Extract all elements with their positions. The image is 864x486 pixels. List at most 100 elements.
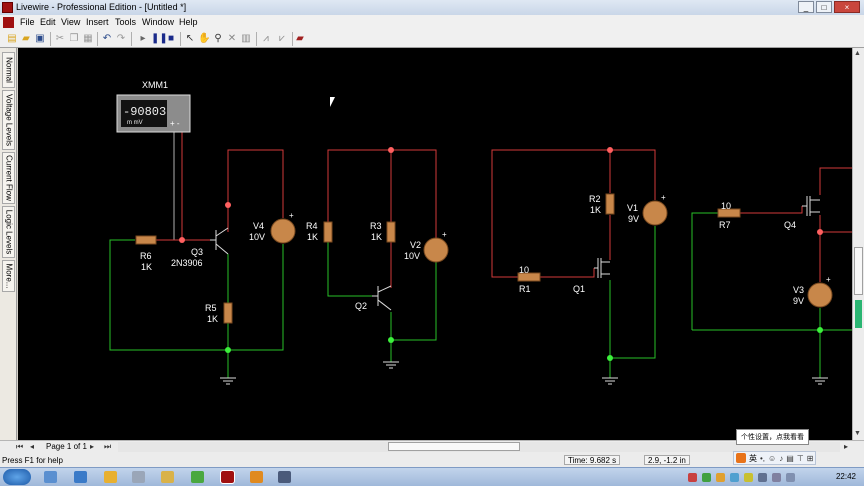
green-app-icon[interactable] <box>191 471 204 483</box>
multimeter-xmm1[interactable]: -90803 m mV + - <box>116 94 191 133</box>
voltage-source-v4[interactable] <box>270 218 296 244</box>
first-page-icon[interactable]: ⏮ <box>16 442 24 451</box>
tab-more[interactable]: More... <box>2 260 15 292</box>
ie-icon[interactable] <box>44 471 57 483</box>
taskbar-clock[interactable]: 22:42 <box>835 472 856 481</box>
pan-icon[interactable]: ✋ <box>198 33 211 44</box>
label-r2: R2 <box>589 194 601 204</box>
transistor-q2[interactable] <box>372 285 392 311</box>
delete-icon[interactable]: ✕ <box>227 33 237 44</box>
schematic-canvas[interactable]: -90803 m mV + - XMM1 <box>18 48 852 440</box>
junction-dot <box>225 202 231 208</box>
label-q2: Q2 <box>355 301 367 311</box>
livewire-app-icon[interactable] <box>2 2 13 13</box>
resistor-r1[interactable] <box>517 272 541 282</box>
resistor-r3[interactable] <box>386 221 396 243</box>
menu-tools[interactable]: Tools <box>115 17 137 27</box>
media-icon[interactable] <box>104 471 117 483</box>
tray-icon[interactable] <box>730 473 739 482</box>
tab-logic-levels[interactable]: Logic Levels <box>2 206 15 258</box>
save-icon[interactable]: ▣ <box>35 33 45 44</box>
vertical-scroll-thumb[interactable] <box>854 247 863 295</box>
livewire-taskbar-icon[interactable] <box>220 470 235 484</box>
folder-icon[interactable] <box>161 471 174 483</box>
scroll-right-icon[interactable]: ▸ <box>844 442 849 451</box>
menu-file[interactable]: File <box>20 17 35 27</box>
close-button[interactable]: × <box>834 1 860 13</box>
run-icon[interactable]: ▸ <box>140 33 146 44</box>
measure-icon[interactable]: ⩗ <box>279 33 285 44</box>
probe-icon[interactable]: ▥ <box>241 33 251 44</box>
voltage-source-v3[interactable] <box>807 282 833 308</box>
resistor-r2[interactable] <box>605 193 615 215</box>
scroll-up-icon[interactable]: ▲ <box>854 50 861 57</box>
dark-app-icon[interactable] <box>278 471 291 483</box>
orange-app-icon[interactable] <box>250 471 263 483</box>
punctuation-icon[interactable]: •, <box>760 453 766 463</box>
tab-normal[interactable]: Normal <box>2 52 15 88</box>
last-page-icon[interactable]: ⏭ <box>104 442 112 451</box>
resistor-r4[interactable] <box>323 221 333 243</box>
menu-insert[interactable]: Insert <box>86 17 109 27</box>
emoji-icon[interactable]: ☺ <box>768 453 777 463</box>
voltage-source-v2[interactable] <box>423 237 449 263</box>
zoom-icon[interactable]: ⚲ <box>214 33 222 44</box>
microphone-icon[interactable]: ♪ <box>779 453 784 463</box>
menu-edit[interactable]: Edit <box>40 17 56 27</box>
resistor-r7[interactable] <box>717 208 741 218</box>
browser-icon[interactable] <box>74 471 87 483</box>
cut-icon[interactable]: ✂ <box>55 33 65 44</box>
volume-icon[interactable] <box>786 473 795 482</box>
document-icon[interactable] <box>3 17 14 28</box>
wire <box>610 226 656 359</box>
next-page-icon[interactable]: ▸ <box>90 442 95 451</box>
tray-icon[interactable] <box>758 473 767 482</box>
transistor-q3[interactable] <box>210 227 229 255</box>
grid-icon[interactable]: ⊞ <box>806 453 814 463</box>
pause-icon[interactable]: ❚❚ <box>151 33 168 44</box>
label-r6: R6 <box>140 251 152 261</box>
transistor-q1[interactable] <box>594 258 610 278</box>
transistor-q4[interactable] <box>802 196 820 216</box>
polarity-mark: + <box>661 193 666 202</box>
shirt-icon[interactable]: ⊤ <box>796 453 804 463</box>
junction-dot <box>388 337 394 343</box>
scroll-down-icon[interactable]: ▼ <box>854 430 861 437</box>
minimize-button[interactable]: _ <box>798 1 814 13</box>
keyboard-icon[interactable]: ▤ <box>786 453 794 463</box>
tray-icon[interactable] <box>744 473 753 482</box>
tray-icon[interactable] <box>716 473 725 482</box>
tab-current-flow[interactable]: Current Flow <box>2 152 15 204</box>
stop-icon[interactable]: ■ <box>167 33 175 44</box>
book-icon[interactable]: ▰ <box>296 33 304 44</box>
maximize-button[interactable]: □ <box>816 1 832 13</box>
menu-view[interactable]: View <box>61 17 81 27</box>
sogou-icon[interactable] <box>736 453 746 463</box>
redo-icon[interactable]: ↷ <box>116 33 126 44</box>
graph-icon[interactable]: ⩘ <box>263 33 269 44</box>
ime-language[interactable]: 英 <box>749 453 757 463</box>
select-icon[interactable]: ↖ <box>185 33 195 44</box>
paste-icon[interactable]: ▦ <box>83 33 93 44</box>
polarity-mark: + <box>826 275 831 284</box>
network-icon[interactable] <box>772 473 781 482</box>
new-icon[interactable]: ▤ <box>7 33 17 44</box>
tray-icon[interactable] <box>688 473 697 482</box>
prev-page-icon[interactable]: ◂ <box>30 442 35 451</box>
copy-icon[interactable]: ❐ <box>69 33 79 44</box>
tray-icon[interactable] <box>702 473 711 482</box>
horizontal-scroll-thumb[interactable] <box>388 442 520 451</box>
menu-window[interactable]: Window <box>142 17 175 27</box>
horizontal-scrollbar[interactable] <box>118 442 840 452</box>
undo-icon[interactable]: ↶ <box>102 33 112 44</box>
wire <box>391 262 437 341</box>
tab-voltage-levels[interactable]: Voltage Levels <box>2 90 15 150</box>
voltage-source-v1[interactable] <box>642 200 668 226</box>
resistor-r6[interactable] <box>135 235 157 245</box>
vertical-scrollbar[interactable]: ▲ ▼ <box>852 48 864 440</box>
resistor-r5[interactable] <box>223 302 233 324</box>
open-icon[interactable]: ▰ <box>22 33 30 44</box>
menu-help[interactable]: Help <box>179 17 198 27</box>
start-button[interactable] <box>3 469 31 485</box>
explorer-icon[interactable] <box>132 471 145 483</box>
